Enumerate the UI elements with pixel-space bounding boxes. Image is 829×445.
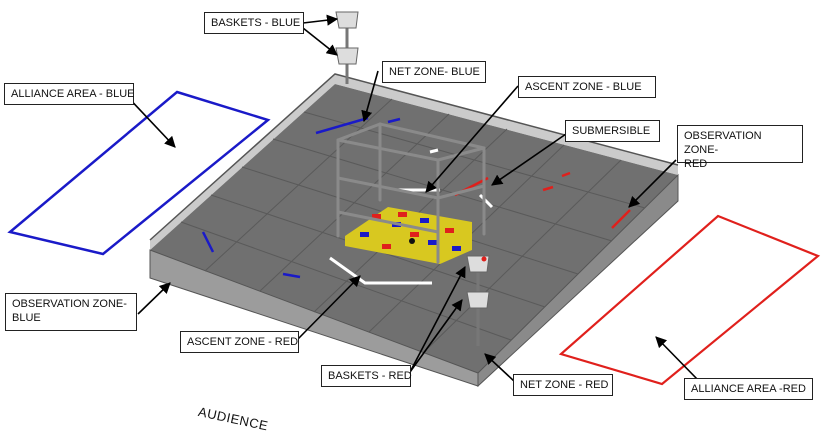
blue-tape-marks	[201, 116, 401, 279]
label-observation-zone-blue: OBSERVATION ZONE- BLUE	[5, 293, 137, 331]
label-observation-zone-red-line1: OBSERVATION ZONE-	[684, 130, 762, 156]
label-submersible: SUBMERSIBLE	[565, 120, 660, 142]
label-net-zone-blue: NET ZONE- BLUE	[382, 61, 486, 83]
label-observation-zone-blue-line2: BLUE	[12, 312, 41, 324]
baskets-blue-pole	[335, 11, 359, 84]
label-baskets-blue: BASKETS - BLUE	[204, 12, 304, 34]
alliance-area-red	[558, 214, 821, 386]
alliance-area-blue	[7, 90, 271, 256]
label-alliance-area-red: ALLIANCE AREA -RED	[684, 378, 813, 400]
field-wall-back-right	[335, 74, 678, 175]
label-net-zone-red: NET ZONE - RED	[513, 374, 613, 396]
label-ascent-zone-red: ASCENT ZONE - RED	[180, 331, 299, 353]
label-ascent-zone-blue: ASCENT ZONE - BLUE	[518, 76, 656, 98]
label-alliance-area-blue: ALLIANCE AREA - BLUE	[4, 83, 135, 105]
label-observation-zone-blue-line1: OBSERVATION ZONE-	[12, 298, 127, 310]
label-observation-zone-red-line2: RED	[684, 158, 708, 170]
label-baskets-red: BASKETS - RED	[321, 365, 412, 387]
field-wall-back-left	[150, 74, 335, 250]
baskets-red-pole	[466, 255, 490, 346]
leader-arrows	[123, 14, 701, 383]
label-observation-zone-red: OBSERVATION ZONE- RED	[677, 125, 803, 170]
